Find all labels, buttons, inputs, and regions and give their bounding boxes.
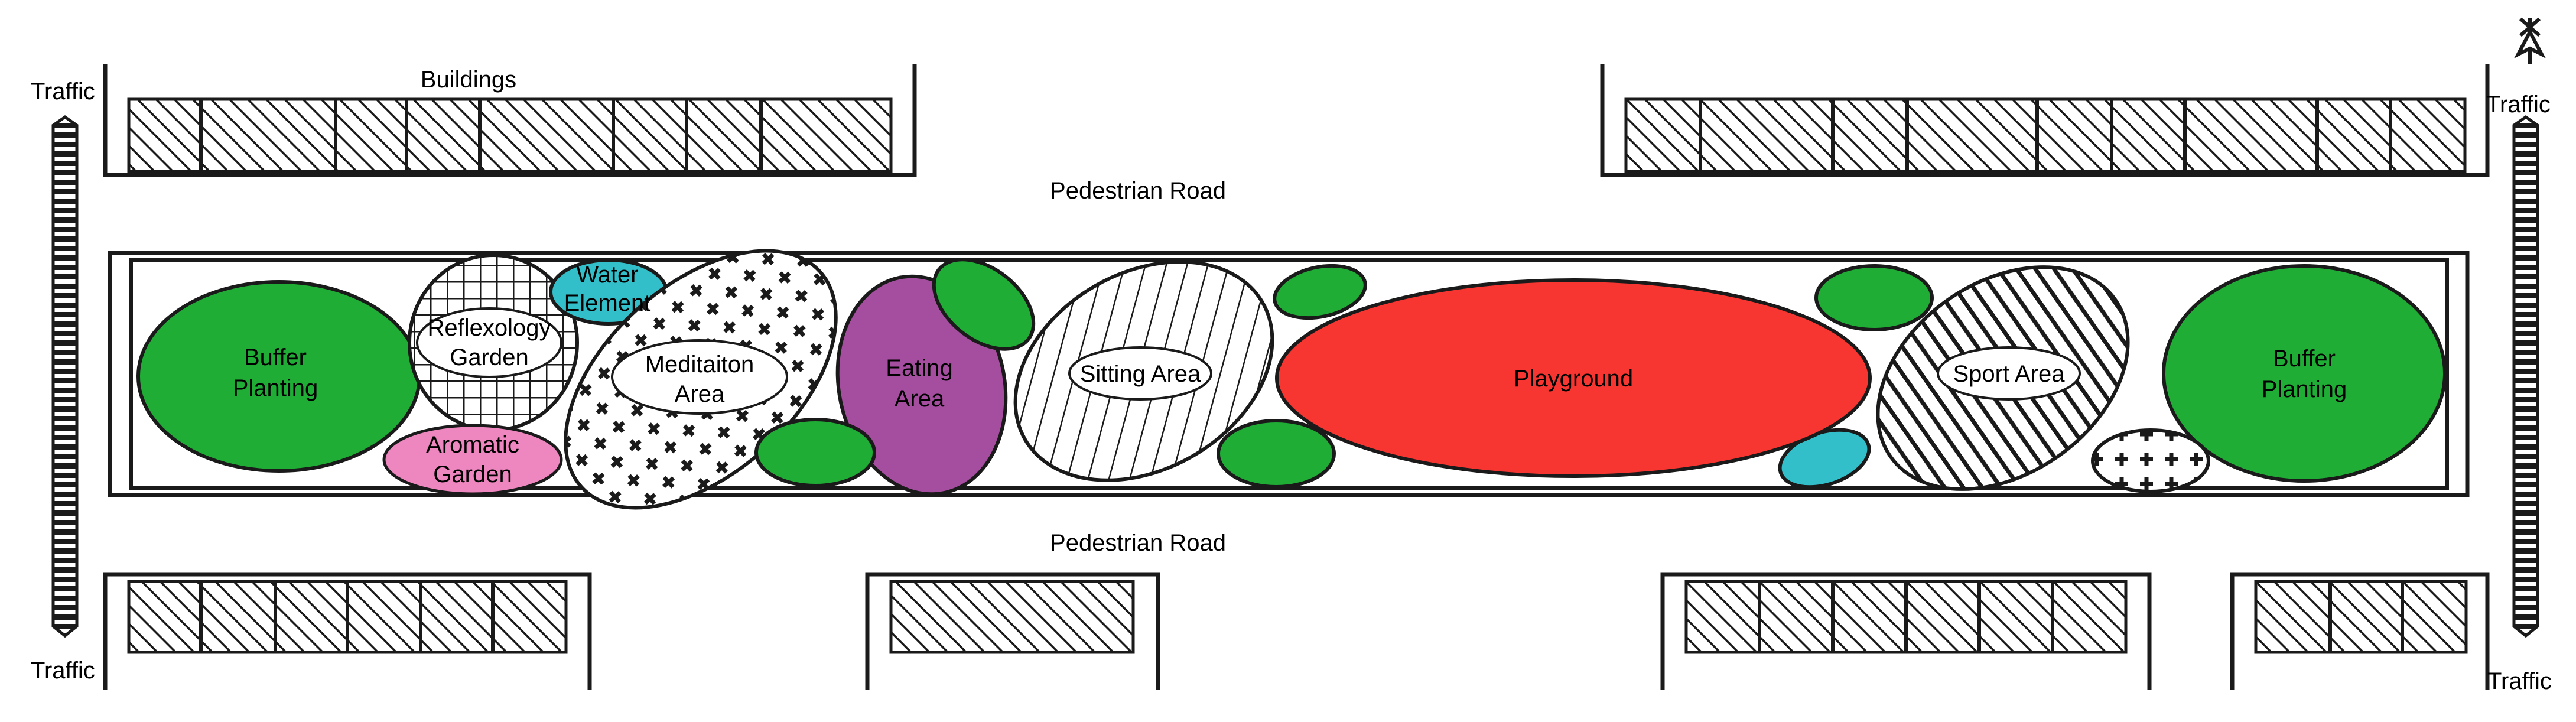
building-lot-top-left xyxy=(103,64,917,177)
meditation-area-label-bubble xyxy=(611,339,788,415)
building-lot-bottom-4 xyxy=(2230,572,2490,690)
traffic-road-right xyxy=(2512,115,2539,638)
building-lot-top-right xyxy=(1600,64,2490,177)
tree-cluster-1 xyxy=(754,418,876,487)
building-lot-bottom-1 xyxy=(103,572,592,690)
traffic-label-top-right: Traffic xyxy=(2486,92,2551,118)
tree-cluster-4 xyxy=(1217,419,1336,489)
tree-cluster-2 xyxy=(932,258,1036,351)
tree-cluster-5 xyxy=(1814,264,1934,331)
aromatic-garden-zone xyxy=(382,424,563,496)
traffic-label-top-left: Traffic xyxy=(31,79,95,105)
traffic-label-bottom-left: Traffic xyxy=(31,658,95,684)
pedestrian-road-top-label: Pedestrian Road xyxy=(1050,178,1226,204)
park-boundary-inner xyxy=(129,258,2449,490)
buffer-planting-right xyxy=(2162,264,2447,483)
sport-area-label-bubble xyxy=(1937,346,2081,401)
traffic-road-left xyxy=(51,115,79,638)
small-meditation-patch xyxy=(2091,428,2210,493)
playground-label: Playground xyxy=(1514,366,1633,392)
traffic-label-bottom-right: Traffic xyxy=(2487,668,2552,694)
sport-area-label: Sport Area xyxy=(1953,361,2065,387)
buildings-label: Buildings xyxy=(421,67,516,93)
sitting-area-label-bubble xyxy=(1068,346,1212,401)
playground-zone xyxy=(1275,278,1872,478)
pedestrian-road-bottom-label: Pedestrian Road xyxy=(1050,530,1226,556)
sitting-area-label: Sitting Area xyxy=(1080,361,1201,387)
building-lot-bottom-2 xyxy=(865,572,1160,690)
reflexology-garden-label-bubble xyxy=(416,307,562,378)
north-arrow-icon xyxy=(2514,17,2546,64)
tree-cluster-3 xyxy=(1273,264,1367,320)
building-lot-bottom-3 xyxy=(1660,572,2152,690)
